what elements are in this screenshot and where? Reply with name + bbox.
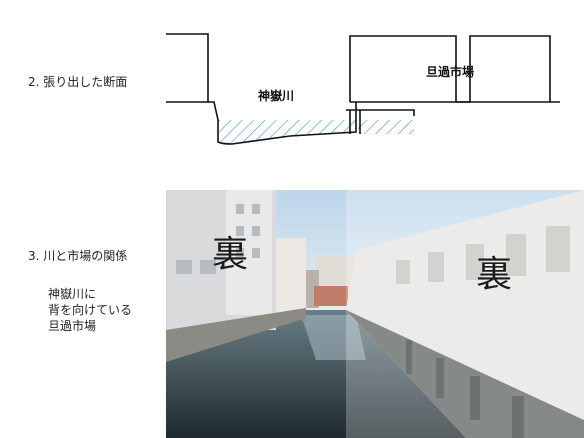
left-back-mark: 裏 <box>212 234 248 275</box>
left-embankment <box>166 308 306 362</box>
river-water-reflection <box>301 315 366 360</box>
market-piers <box>406 340 524 438</box>
caption-line-2: 背を向けている <box>48 303 133 317</box>
river-photo-drawing: 裏 裏 <box>166 190 584 438</box>
left-building-tall <box>226 190 272 315</box>
river-photo: 裏 裏 <box>166 190 584 438</box>
photo-highlight <box>346 190 584 438</box>
section-3-label: 3. 川と市場の関係 <box>28 249 128 263</box>
cross-section-diagram: 神嶽川 旦過市場 <box>166 33 560 145</box>
overhang-platform <box>346 109 415 134</box>
caption-line-1: 神嶽川に <box>48 287 97 301</box>
water-hatch-left <box>218 120 356 143</box>
right-back-mark: 裏 <box>476 254 512 295</box>
market-overhang <box>346 310 584 438</box>
market-building <box>349 35 457 102</box>
river-label: 神嶽川 <box>258 88 294 103</box>
section-2-label: 2. 張り出した断面 <box>28 75 128 89</box>
left-building-windows <box>176 204 260 274</box>
river-channel <box>208 101 357 145</box>
caption-line-3: 旦過市場 <box>48 319 97 333</box>
left-bank <box>166 33 209 103</box>
water-hatch-right <box>358 120 414 134</box>
river-water <box>166 310 466 438</box>
market-wall-details <box>396 226 570 284</box>
distant-building <box>276 238 306 310</box>
caption: 神嶽川に 背を向けている 旦過市場 <box>48 286 132 334</box>
market-label: 旦過市場 <box>426 64 474 79</box>
distant-building <box>314 286 348 306</box>
